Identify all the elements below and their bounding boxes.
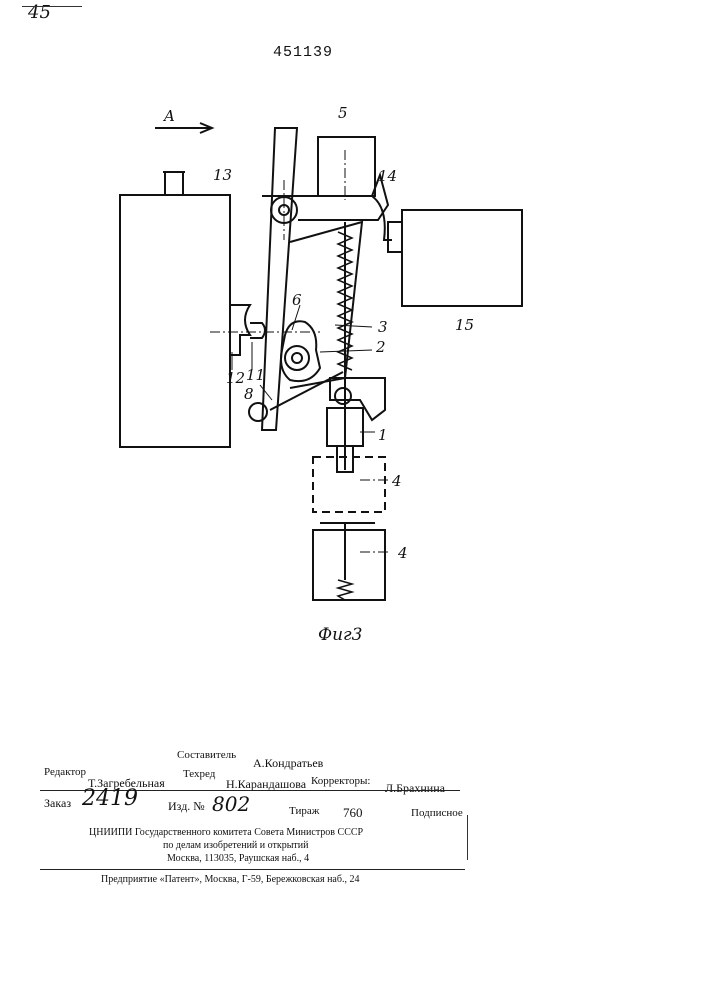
block-13-knob xyxy=(165,172,183,195)
label-11: 11 xyxy=(246,366,265,384)
roller-2 xyxy=(285,346,309,370)
label-12: 12 xyxy=(226,369,245,387)
print-run-label: Тираж xyxy=(289,805,319,817)
figure-caption: Фиг3 xyxy=(318,625,362,645)
order-number: 2419 xyxy=(82,786,138,811)
block-15 xyxy=(402,210,522,306)
vertical-rule xyxy=(467,815,468,860)
label-2: 2 xyxy=(375,338,386,356)
label-4: 4 xyxy=(397,544,408,562)
org-line-3: Москва, 113035, Раушская наб., 4 xyxy=(167,853,309,864)
compiler-name: А.Кондратьев xyxy=(253,756,323,771)
print-run: 760 xyxy=(343,805,363,821)
element-12 xyxy=(230,305,250,355)
label-14: 14 xyxy=(378,167,397,185)
label-4-dashed: 4 xyxy=(391,472,402,490)
label-1: 1 xyxy=(378,426,388,444)
label-3: 3 xyxy=(378,318,388,336)
issue-number: 802 xyxy=(212,792,250,816)
spring-3 xyxy=(338,232,352,370)
bracket xyxy=(330,378,385,420)
pivot-8 xyxy=(249,403,267,421)
compiler-label: Составитель xyxy=(177,749,236,761)
element-11 xyxy=(250,323,265,338)
org-line-1: ЦНИИПИ Государственного комитета Совета … xyxy=(89,827,363,838)
label-5: 5 xyxy=(338,104,348,122)
block-5 xyxy=(318,137,375,196)
pivot-lower xyxy=(335,388,351,404)
techred-label: Техред xyxy=(183,768,215,780)
lever-8 xyxy=(262,128,297,430)
block-13 xyxy=(120,195,230,447)
subscription: Подписное xyxy=(411,807,463,819)
enterprise: Предприятие «Патент», Москва, Г-59, Бере… xyxy=(101,874,359,885)
label-arrow-a: A xyxy=(162,107,175,125)
rule-2 xyxy=(40,869,465,870)
correctors-label: Корректоры: xyxy=(311,775,370,787)
label-6: 6 xyxy=(292,291,302,309)
corrector-name: Л.Брахнина xyxy=(385,781,445,796)
figure-drawing: A 13 5 14 15 6 3 2 12 11 8 1 4 4 Фиг3 xyxy=(0,0,707,700)
block-4 xyxy=(313,530,385,600)
label-15: 15 xyxy=(455,316,474,334)
label-13: 13 xyxy=(213,166,232,184)
block-4-dashed xyxy=(313,457,385,512)
label-8: 8 xyxy=(244,385,254,403)
org-line-2: по делам изобретений и открытий xyxy=(163,840,309,851)
order-label: Заказ xyxy=(44,796,71,811)
editor-label: Редактор xyxy=(44,766,86,778)
issue-label: Изд. № xyxy=(168,799,205,814)
